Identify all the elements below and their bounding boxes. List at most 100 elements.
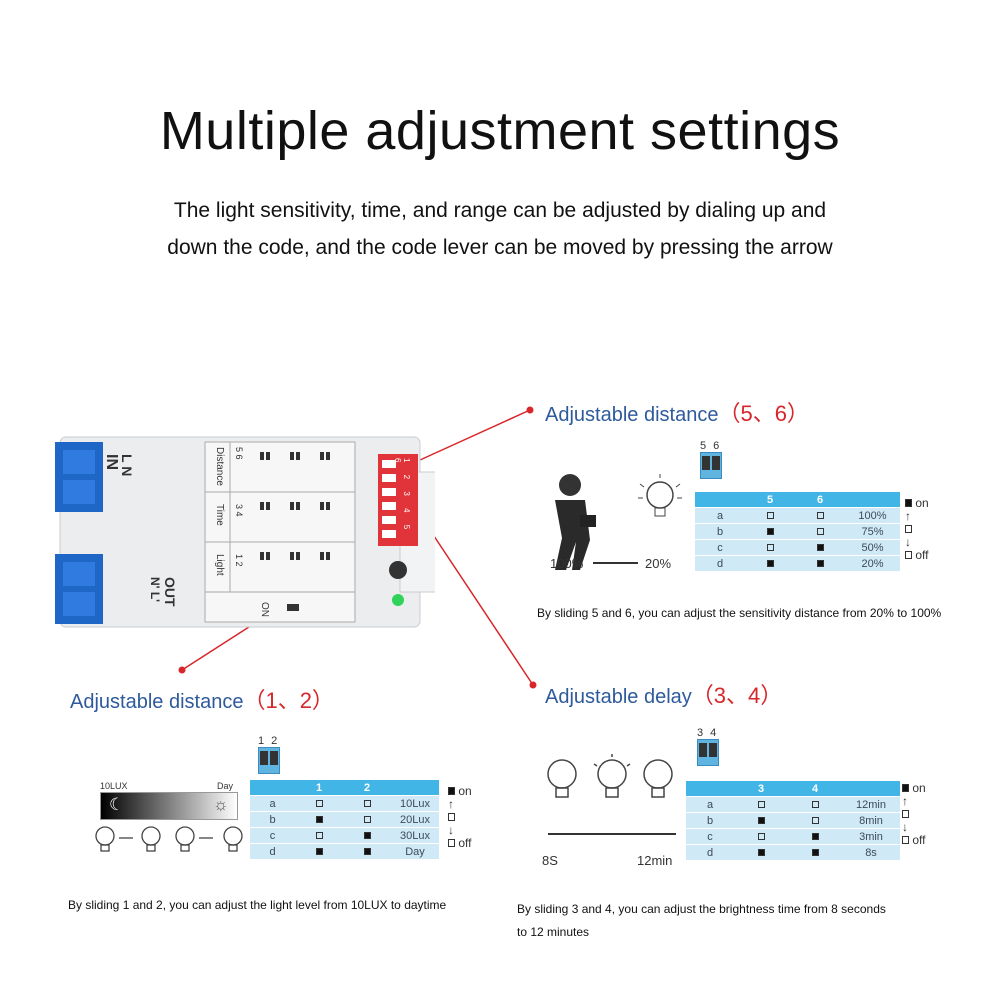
bulb-sequence-illustration xyxy=(95,826,243,852)
row-value: Day xyxy=(391,843,439,859)
switch-state-box xyxy=(363,832,371,840)
bulbs-illustration xyxy=(547,754,673,798)
table-row: a 100% xyxy=(695,507,900,524)
heading-distance-12: Adjustable distance（1、2） xyxy=(70,683,334,715)
col-header: 2 xyxy=(343,780,391,796)
switch-state-box xyxy=(816,512,824,520)
row-value: 75% xyxy=(845,523,900,540)
dip-diagram-12: 1 2 xyxy=(258,735,280,774)
table-row: d 8s xyxy=(686,844,900,860)
grad-left-label: 10LUX xyxy=(100,781,128,791)
dip-label: 5 6 xyxy=(700,440,722,452)
dip-switch-icon xyxy=(700,452,722,479)
heading-text: Adjustable distance xyxy=(545,404,719,426)
range-to-56: 20% xyxy=(645,556,672,571)
dip-diagram-56: 5 6 xyxy=(700,440,722,479)
table-row: b 20Lux xyxy=(250,811,439,828)
row-key: b xyxy=(686,812,734,829)
legend-off: off xyxy=(915,548,929,562)
range-from-34: 8S xyxy=(542,853,558,868)
connector-line-34 xyxy=(419,514,534,686)
label-nums-12: 1 2 xyxy=(234,554,244,567)
legend-on: on xyxy=(915,496,929,510)
switch-state-box xyxy=(363,848,371,856)
row-key: a xyxy=(686,796,734,813)
sun-icon: ☼ xyxy=(213,795,229,814)
row-value: 20% xyxy=(845,555,900,571)
row-key: d xyxy=(250,843,295,859)
label-light: Light xyxy=(214,554,225,576)
row-value: 8s xyxy=(842,844,900,860)
label-nl: N' L' xyxy=(148,577,162,603)
switch-state-box xyxy=(811,801,819,809)
connector-dot-12 xyxy=(178,666,186,674)
range-to-34: 12min xyxy=(637,853,673,868)
connector-dot-56 xyxy=(526,406,534,414)
switch-state-box xyxy=(766,544,774,552)
label-panel xyxy=(204,441,356,623)
arrow-line xyxy=(593,562,638,564)
table-row: d Day xyxy=(250,843,439,859)
connector-dot-34 xyxy=(529,681,537,689)
range-from-56: 100% xyxy=(550,556,584,571)
subtitle-line-2: down the code, and the code lever can be… xyxy=(167,236,833,259)
legend-off: off xyxy=(458,836,472,850)
switch-state-box xyxy=(315,832,323,840)
switch-state-box xyxy=(816,528,824,536)
row-key: b xyxy=(695,523,745,540)
switch-state-box xyxy=(315,848,323,856)
on-off-legend-34: on ↑↓ off xyxy=(902,781,926,847)
person-running-illustration xyxy=(555,474,682,570)
row-value: 100% xyxy=(845,507,900,524)
switch-state-box xyxy=(757,849,765,857)
caption-34: By sliding 3 and 4, you can adjust the b… xyxy=(517,898,886,944)
col-header: 4 xyxy=(788,781,842,797)
row-key: d xyxy=(686,844,734,860)
switch-state-box xyxy=(363,816,371,824)
switch-state-box xyxy=(757,801,765,809)
caption-line-1: By sliding 3 and 4, you can adjust the b… xyxy=(517,902,886,916)
device-body xyxy=(55,436,461,628)
heading-text: Adjustable distance xyxy=(70,691,244,713)
heading-nums: （3、4） xyxy=(691,683,783,708)
label-in: IN xyxy=(103,454,120,470)
row-value: 20Lux xyxy=(391,811,439,828)
row-key: a xyxy=(695,507,745,524)
light-gradient-bar: ☾ ☼ xyxy=(100,792,238,820)
caption-56: By sliding 5 and 6, you can adjust the s… xyxy=(537,606,942,620)
row-value: 30Lux xyxy=(391,827,439,844)
led-indicator xyxy=(392,594,404,606)
sensor-device: IN L N OUT N' L' Distance Time Light 5 6… xyxy=(55,432,461,632)
page-title: Multiple adjustment settings xyxy=(159,101,841,161)
row-value: 50% xyxy=(845,539,900,556)
switch-state-box xyxy=(315,816,323,824)
heading-delay-34: Adjustable delay（3、4） xyxy=(545,678,782,710)
dip-switch-icon xyxy=(697,739,719,766)
label-on: ON xyxy=(259,602,270,617)
label-distance: Distance xyxy=(214,447,225,486)
dip-diagram-34: 3 4 xyxy=(697,727,719,766)
switch-state-box xyxy=(816,560,824,568)
caption-12: By sliding 1 and 2, you can adjust the l… xyxy=(68,898,447,912)
switch-state-box xyxy=(811,833,819,841)
row-key: b xyxy=(250,811,295,828)
legend-off: off xyxy=(912,833,926,847)
col-header: 5 xyxy=(745,492,795,508)
switch-state-box xyxy=(811,849,819,857)
lightbulb-icon xyxy=(638,474,682,517)
switch-state-box xyxy=(811,817,819,825)
label-ln: L N xyxy=(119,454,135,477)
label-time: Time xyxy=(214,504,225,526)
connector-line-56 xyxy=(419,409,531,461)
dip-label: 1 2 xyxy=(258,735,280,747)
